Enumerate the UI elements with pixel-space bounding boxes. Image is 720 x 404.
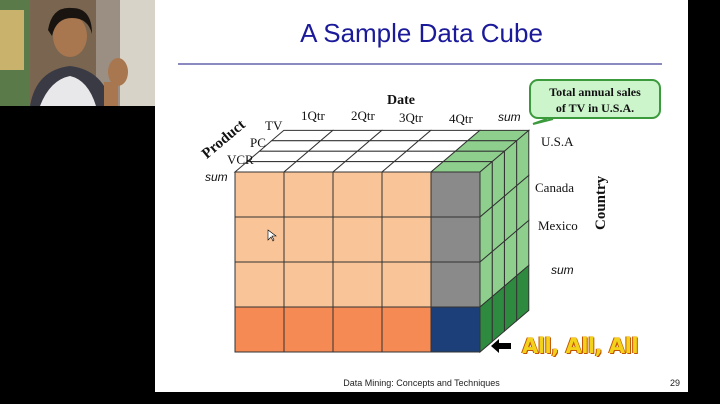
front-cell-1-3 [381,216,432,263]
mouse-cursor-icon [267,229,277,242]
front-cell-2-3 [381,261,432,308]
front-cell-2-4 [430,261,481,308]
product-sum-tick: sum [205,170,228,184]
date-tick-1: 1Qtr [301,108,325,123]
arrow-left-icon [491,339,511,353]
right-border [688,0,720,404]
title-divider [178,63,662,65]
front-cell-1-0 [234,216,285,263]
front-cell-0-4 [430,171,481,218]
country-tick-usa: U.S.A [541,134,574,149]
front-cell-2-0 [234,261,285,308]
product-tick-vcr: VCR [227,152,254,167]
front-cell-1-2 [332,216,383,263]
front-cell-0-1 [283,171,334,218]
data-cube-diagram [233,118,554,354]
side-cell-2-3 [503,274,518,333]
side-cell-3-3 [516,264,530,322]
callout-pointer [532,118,554,125]
page-number: 29 [669,378,680,388]
front-cell-0-2 [332,171,383,218]
front-cell-3-1 [283,306,334,353]
front-cell-2-2 [332,261,383,308]
front-cell-1-1 [283,216,334,263]
callout-line-2: of TV in U.S.A. [555,101,635,115]
presenter-video-icon [0,0,155,106]
front-cell-0-3 [381,171,432,218]
date-tick-3: 3Qtr [399,110,423,125]
front-cell-3-3 [381,306,432,353]
slide-footer: Data Mining: Concepts and Techniques [343,378,500,388]
front-cell-3-0 [234,306,285,353]
front-cell-1-4 [430,216,481,263]
date-tick-4: 4Qtr [449,111,473,126]
date-tick-2: 2Qtr [351,108,375,123]
axis-date-label: Date [387,93,415,108]
front-cell-3-4 [430,306,481,353]
front-cell-0-0 [234,171,285,218]
front-cell-3-2 [332,306,383,353]
slide-title: A Sample Data Cube [300,18,543,48]
country-tick-mexico: Mexico [538,218,578,233]
date-sum-tick: sum [498,110,521,124]
front-cell-2-1 [283,261,334,308]
country-sum-tick: sum [551,263,574,277]
side-cell-0-3 [479,295,493,354]
all-all-all-label: All, All, All [522,334,639,358]
callout-line-1: Total annual sales [549,85,641,99]
country-tick-canada: Canada [535,180,574,195]
callout-box: Total annual sales of TV in U.S.A. [529,79,661,119]
product-tick-tv: TV [265,118,283,133]
side-cell-1-3 [491,285,505,343]
slide: A Sample Data Cube Date Product Country … [155,0,688,392]
axis-country-label: Country [593,175,609,230]
webcam-feed [0,0,155,106]
product-tick-pc: PC [250,135,266,150]
